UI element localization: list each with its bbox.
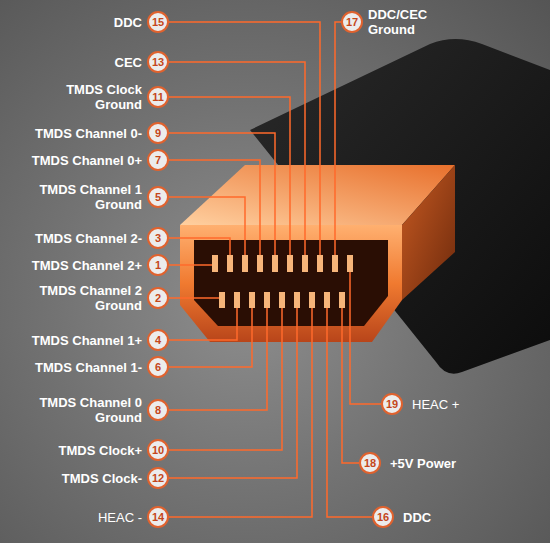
pin-label: TMDS Channel 1+	[32, 333, 142, 348]
pin-label: TMDS Channel 2 Ground	[30, 283, 142, 313]
pin-label: TMDS Channel 2+	[32, 258, 142, 273]
pin-label: +5V Power	[390, 456, 456, 471]
callout-number: 9	[155, 127, 161, 139]
pin-label: TMDS Channel 1-	[35, 360, 142, 375]
pin-label: DDC	[114, 15, 142, 30]
shell-side	[402, 165, 455, 300]
leader-lines	[168, 22, 382, 517]
pin-label: HEAC +	[412, 397, 459, 412]
shell-front	[180, 225, 402, 342]
callout-number: 8	[155, 404, 161, 416]
callout-number: 1	[155, 259, 161, 271]
pin-label: TMDS Channel 1 Ground	[30, 182, 142, 212]
callout-number: 17	[346, 16, 358, 28]
callout-number: 3	[155, 232, 161, 244]
pin-label: TMDS Channel 0+	[32, 153, 142, 168]
callout-number: 13	[152, 56, 164, 68]
callout-number: 6	[155, 361, 161, 373]
pin-label: TMDS Channel 0 Ground	[30, 395, 142, 425]
pin-row	[212, 255, 353, 272]
pin-label: TMDS Clock-	[62, 471, 142, 486]
callout-number: 5	[155, 191, 161, 203]
pin-label: TMDS Clock Ground	[57, 82, 142, 112]
pin-label: CEC	[115, 55, 142, 70]
callout-number: 14	[152, 511, 164, 523]
pin-label: HEAC -	[98, 510, 142, 525]
callout-number: 4	[155, 334, 161, 346]
callout-number: 11	[152, 91, 164, 103]
pin-row	[219, 292, 345, 308]
pin-label: TMDS Channel 2-	[35, 231, 142, 246]
callout-number: 18	[364, 457, 376, 469]
pin-label: DDC/CEC Ground	[368, 7, 448, 37]
connector-opening	[194, 240, 388, 326]
callout-number: 10	[152, 444, 164, 456]
pin-label: TMDS Channel 0-	[35, 126, 142, 141]
callout-number: 12	[152, 472, 164, 484]
callout-number: 19	[386, 398, 398, 410]
callout-number: 16	[377, 511, 389, 523]
callout-number: 2	[155, 292, 161, 304]
callout-circles	[148, 12, 402, 527]
callout-number: 7	[155, 154, 161, 166]
pin-label: TMDS Clock+	[59, 443, 142, 458]
callout-number: 15	[152, 16, 164, 28]
pin-label: DDC	[403, 510, 431, 525]
